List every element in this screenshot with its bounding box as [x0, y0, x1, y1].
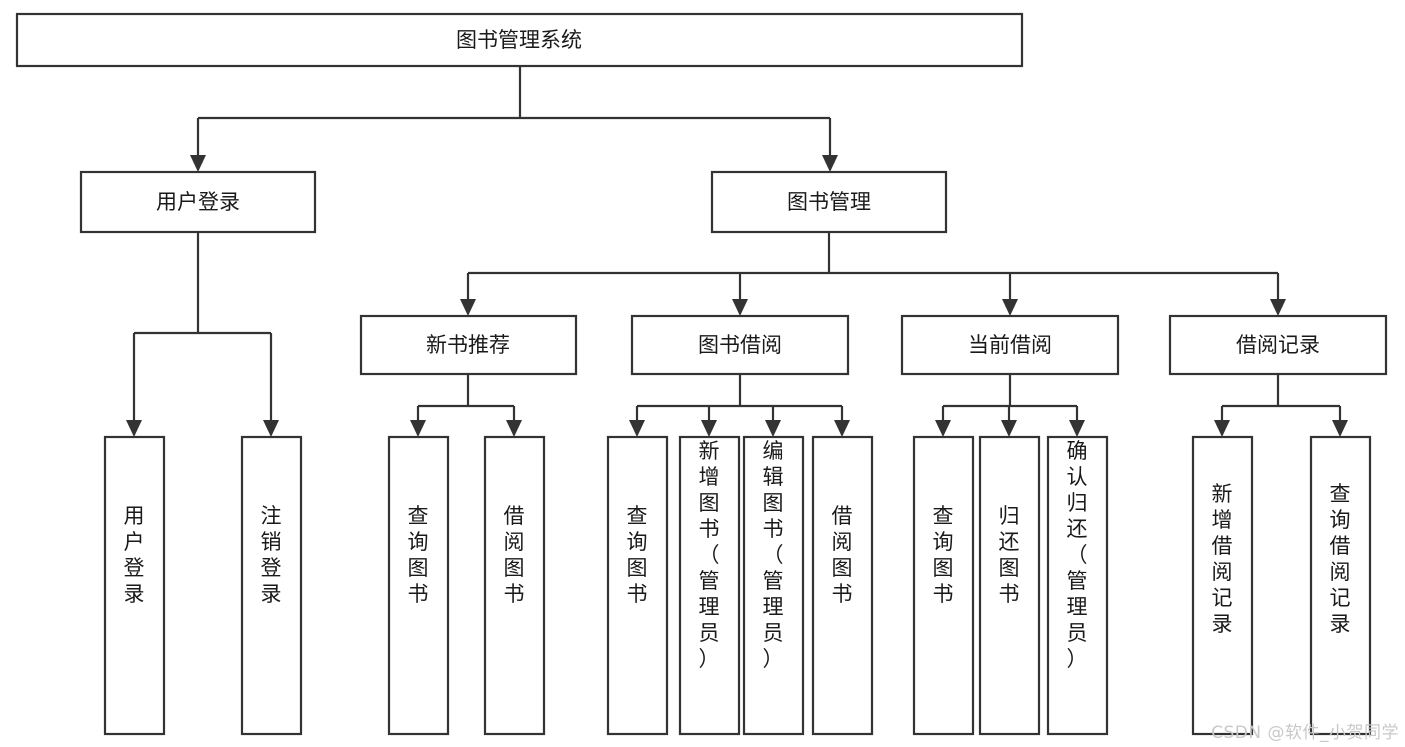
node-user-login-box[interactable] [79, 170, 317, 234]
leaf-nb-query-book[interactable]: 查询图书 [387, 435, 450, 736]
leaf-nb-query-book-box[interactable] [387, 435, 450, 736]
leaf-br-add-record-box[interactable] [1191, 435, 1254, 736]
node-current-borrow-label: 当前借阅 [968, 333, 1052, 357]
leaf-cb-query-book-label: 查询图书 [933, 504, 954, 606]
arrow-cb-leaf1 [935, 420, 951, 437]
leaf-logout[interactable]: 注销登录 [240, 435, 303, 736]
node-book-borrow-box[interactable] [630, 314, 850, 376]
leaf-nb-borrow-book[interactable]: 借阅图书 [483, 435, 546, 736]
arrow-nb-leaf1 [410, 420, 426, 437]
arrow-bb-leaf1 [629, 420, 645, 437]
arrow-cb-leaf2 [1001, 420, 1017, 437]
connectors [126, 66, 1348, 437]
leaf-user-login-box[interactable] [103, 435, 166, 736]
arrow-bb-leaf4 [834, 420, 850, 437]
node-root-system[interactable]: 图书管理系统 [15, 12, 1024, 68]
node-borrow-record-box[interactable] [1168, 314, 1388, 376]
node-borrow-record-label: 借阅记录 [1236, 333, 1320, 357]
leaf-bb-add-book[interactable]: 新增图书（管理员） [678, 435, 741, 736]
leaf-bb-edit-book-box[interactable] [742, 435, 805, 736]
arrow-current-borrow [1002, 299, 1018, 316]
node-book-management-label: 图书管理 [787, 190, 871, 214]
leaf-cb-return-book[interactable]: 归还图书 [978, 435, 1041, 736]
node-new-book-recommend[interactable]: 新书推荐 [359, 314, 578, 376]
leaf-user-login[interactable]: 用户登录 [103, 435, 166, 736]
leaf-br-query-record[interactable]: 查询借阅记录 [1309, 435, 1372, 736]
arrow-bb-leaf3 [765, 420, 781, 437]
arrow-br-leaf1 [1214, 420, 1230, 437]
arrow-new-book [460, 299, 476, 316]
leaf-bb-borrow-book[interactable]: 借阅图书 [811, 435, 874, 736]
arrow-book-manage [822, 155, 838, 172]
leaf-br-query-record-label: 查询借阅记录 [1330, 482, 1351, 636]
arrow-leaf-logout [263, 420, 279, 437]
leaf-bb-query-book[interactable]: 查询图书 [606, 435, 669, 736]
arrow-leaf-user-login [126, 420, 142, 437]
leaf-cb-query-book[interactable]: 查询图书 [912, 435, 975, 736]
leaf-bb-add-book-box[interactable] [678, 435, 741, 736]
leaf-bb-query-book-label: 查询图书 [627, 504, 648, 606]
arrow-book-borrow [732, 299, 748, 316]
arrow-borrow-record [1270, 299, 1286, 316]
node-user-login-label: 用户登录 [156, 190, 240, 214]
arrow-nb-leaf2 [506, 420, 522, 437]
leaf-br-add-record[interactable]: 新增借阅记录 [1191, 435, 1254, 736]
leaf-nb-borrow-book-label: 借阅图书 [504, 504, 525, 606]
node-current-borrow[interactable]: 当前借阅 [900, 314, 1120, 376]
leaf-bb-edit-book[interactable]: 编辑图书（管理员） [742, 435, 805, 736]
leaf-nb-borrow-book-box[interactable] [483, 435, 546, 736]
node-root-box[interactable] [15, 12, 1024, 68]
arrow-user-login [190, 155, 206, 172]
arrow-br-leaf2 [1332, 420, 1348, 437]
node-book-management-box[interactable] [710, 170, 948, 234]
leaf-bb-borrow-book-box[interactable] [811, 435, 874, 736]
node-new-book-recommend-label: 新书推荐 [426, 333, 510, 357]
leaf-bb-borrow-book-label: 借阅图书 [832, 504, 853, 606]
leaf-bb-add-book-label: 新增图书（管理员） [699, 439, 720, 671]
leaf-br-add-record-label: 新增借阅记录 [1212, 482, 1233, 636]
leaf-logout-label: 注销登录 [261, 504, 282, 606]
node-book-borrow[interactable]: 图书借阅 [630, 314, 850, 376]
leaf-cb-return-book-label: 归还图书 [999, 504, 1020, 606]
leaf-br-query-record-box[interactable] [1309, 435, 1372, 736]
node-new-book-recommend-box[interactable] [359, 314, 578, 376]
node-root-label: 图书管理系统 [456, 28, 582, 52]
leaf-logout-box[interactable] [240, 435, 303, 736]
arrow-bb-leaf2 [701, 420, 717, 437]
leaf-cb-return-book-box[interactable] [978, 435, 1041, 736]
node-borrow-record[interactable]: 借阅记录 [1168, 314, 1388, 376]
node-current-borrow-box[interactable] [900, 314, 1120, 376]
leaf-cb-confirm-return-label: 确认归还（管理员） [1067, 439, 1088, 671]
node-user-login[interactable]: 用户登录 [79, 170, 317, 234]
leaf-cb-query-book-box[interactable] [912, 435, 975, 736]
leaf-nb-query-book-label: 查询图书 [408, 504, 429, 606]
leaf-bb-edit-book-label: 编辑图书（管理员） [763, 439, 784, 671]
leaf-cb-confirm-return[interactable]: 确认归还（管理员） [1046, 435, 1109, 736]
node-book-management[interactable]: 图书管理 [710, 170, 948, 234]
node-book-borrow-label: 图书借阅 [698, 333, 782, 357]
leaf-bb-query-book-box[interactable] [606, 435, 669, 736]
leaf-user-login-label: 用户登录 [124, 504, 145, 606]
leaf-cb-confirm-return-box[interactable] [1046, 435, 1109, 736]
arrow-cb-leaf3 [1069, 420, 1085, 437]
